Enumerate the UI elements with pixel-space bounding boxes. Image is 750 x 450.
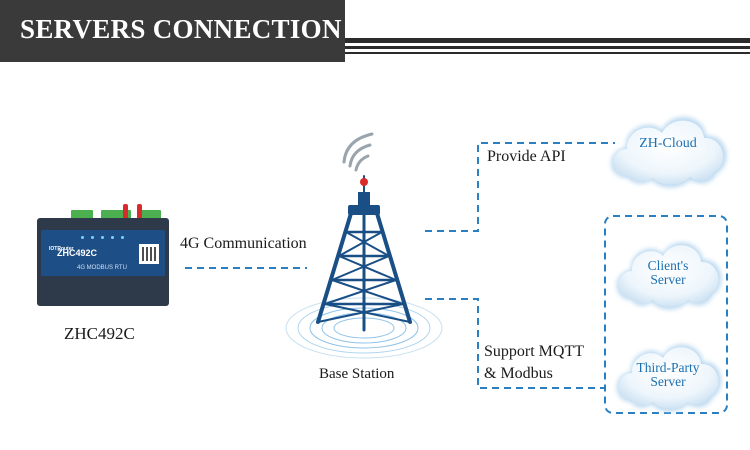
connection-diagram: IOTRouter ZHC492C 4G MODBUS RTU ZHC492C … [0,62,750,450]
header-title-box: SERVERS CONNECTION [0,0,345,62]
servers-group-box [604,215,728,414]
header-stripes [345,0,750,62]
tower-beacon [360,178,368,186]
diagram-graphics [185,117,728,414]
third-party-server-cloud-icon [616,344,722,412]
terminal-block [137,210,161,220]
link-label-api: Provide API [487,148,566,165]
terminal-block [71,210,93,220]
link-label-mqtt: Support MQTT [484,343,584,360]
third-party-label-line2: Server [650,374,686,389]
page-title: SERVERS CONNECTION [20,14,342,44]
link-label-modbus: & Modbus [484,365,553,382]
header-stripe [345,52,750,54]
led-icon [81,236,84,239]
link-tower-cloud [425,142,615,232]
terminal-block [101,210,131,220]
signal-waves-icon [342,132,374,172]
tower-icon [316,175,412,332]
device-caption: ZHC492C [64,324,135,343]
led-icon [101,236,104,239]
header-bar: SERVERS CONNECTION [0,0,750,62]
device-model-text: ZHC492C [57,248,98,258]
rtu-device-image: IOTRouter ZHC492C 4G MODBUS RTU [37,204,169,306]
device-panel: IOTRouter [41,230,165,276]
led-icon [111,236,114,239]
client-server-label-line2: Server [650,272,686,287]
zh-cloud-label: ZH-Cloud [639,136,697,151]
client-server-label-line1: Client's [647,258,689,273]
device-body: IOTRouter ZHC492C 4G MODBUS RTU [37,218,169,306]
link-tower-servers [425,298,605,389]
led-icon [91,236,94,239]
link-label-4g: 4G Communication [180,235,307,252]
third-party-label-line1: Third-Party [636,360,700,375]
zh-cloud-icon [611,117,727,188]
led-icon [121,236,124,239]
header-stripe [345,46,750,49]
client-server-cloud-icon [616,242,722,310]
tower-caption: Base Station [319,366,395,382]
qr-code-icon [139,244,159,264]
device-brand: IOTRouter [49,246,74,252]
device-subtitle-text: 4G MODBUS RTU [77,265,127,271]
antenna-icon [137,204,142,220]
header-stripe [345,38,750,43]
antenna-icon [123,204,128,220]
